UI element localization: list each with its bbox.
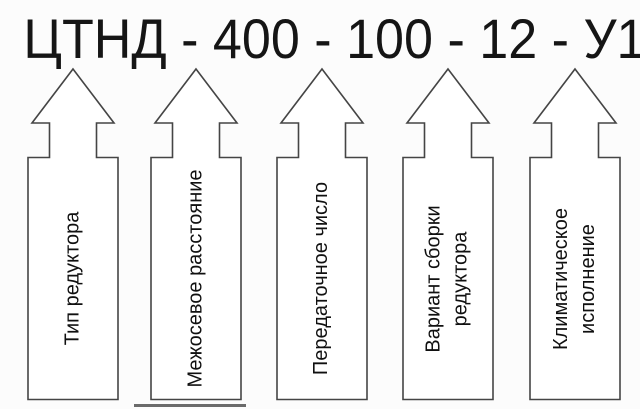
arrow-gearbox-type: Тип редуктора: [27, 67, 119, 401]
arrow-gear-ratio: Передаточное число: [276, 67, 368, 401]
designation-title: ЦТНД - 400 - 100 - 12 - У1: [0, 7, 640, 70]
up-arrow-icon: [276, 67, 368, 401]
up-arrow-icon: [402, 67, 494, 401]
up-arrow-icon: [27, 67, 119, 401]
up-arrow-icon: [150, 67, 242, 401]
cropped-bottom-line: [134, 404, 246, 407]
up-arrow-icon: [529, 67, 621, 401]
arrow-center-distance: Межосевое расстояние: [150, 67, 242, 401]
arrow-assembly-variant: Вариант сборки редуктора: [402, 67, 494, 401]
arrow-climatic-version: Климатическое исполнение: [529, 67, 621, 401]
designation-text: ЦТНД - 400 - 100 - 12 - У1: [23, 7, 640, 70]
